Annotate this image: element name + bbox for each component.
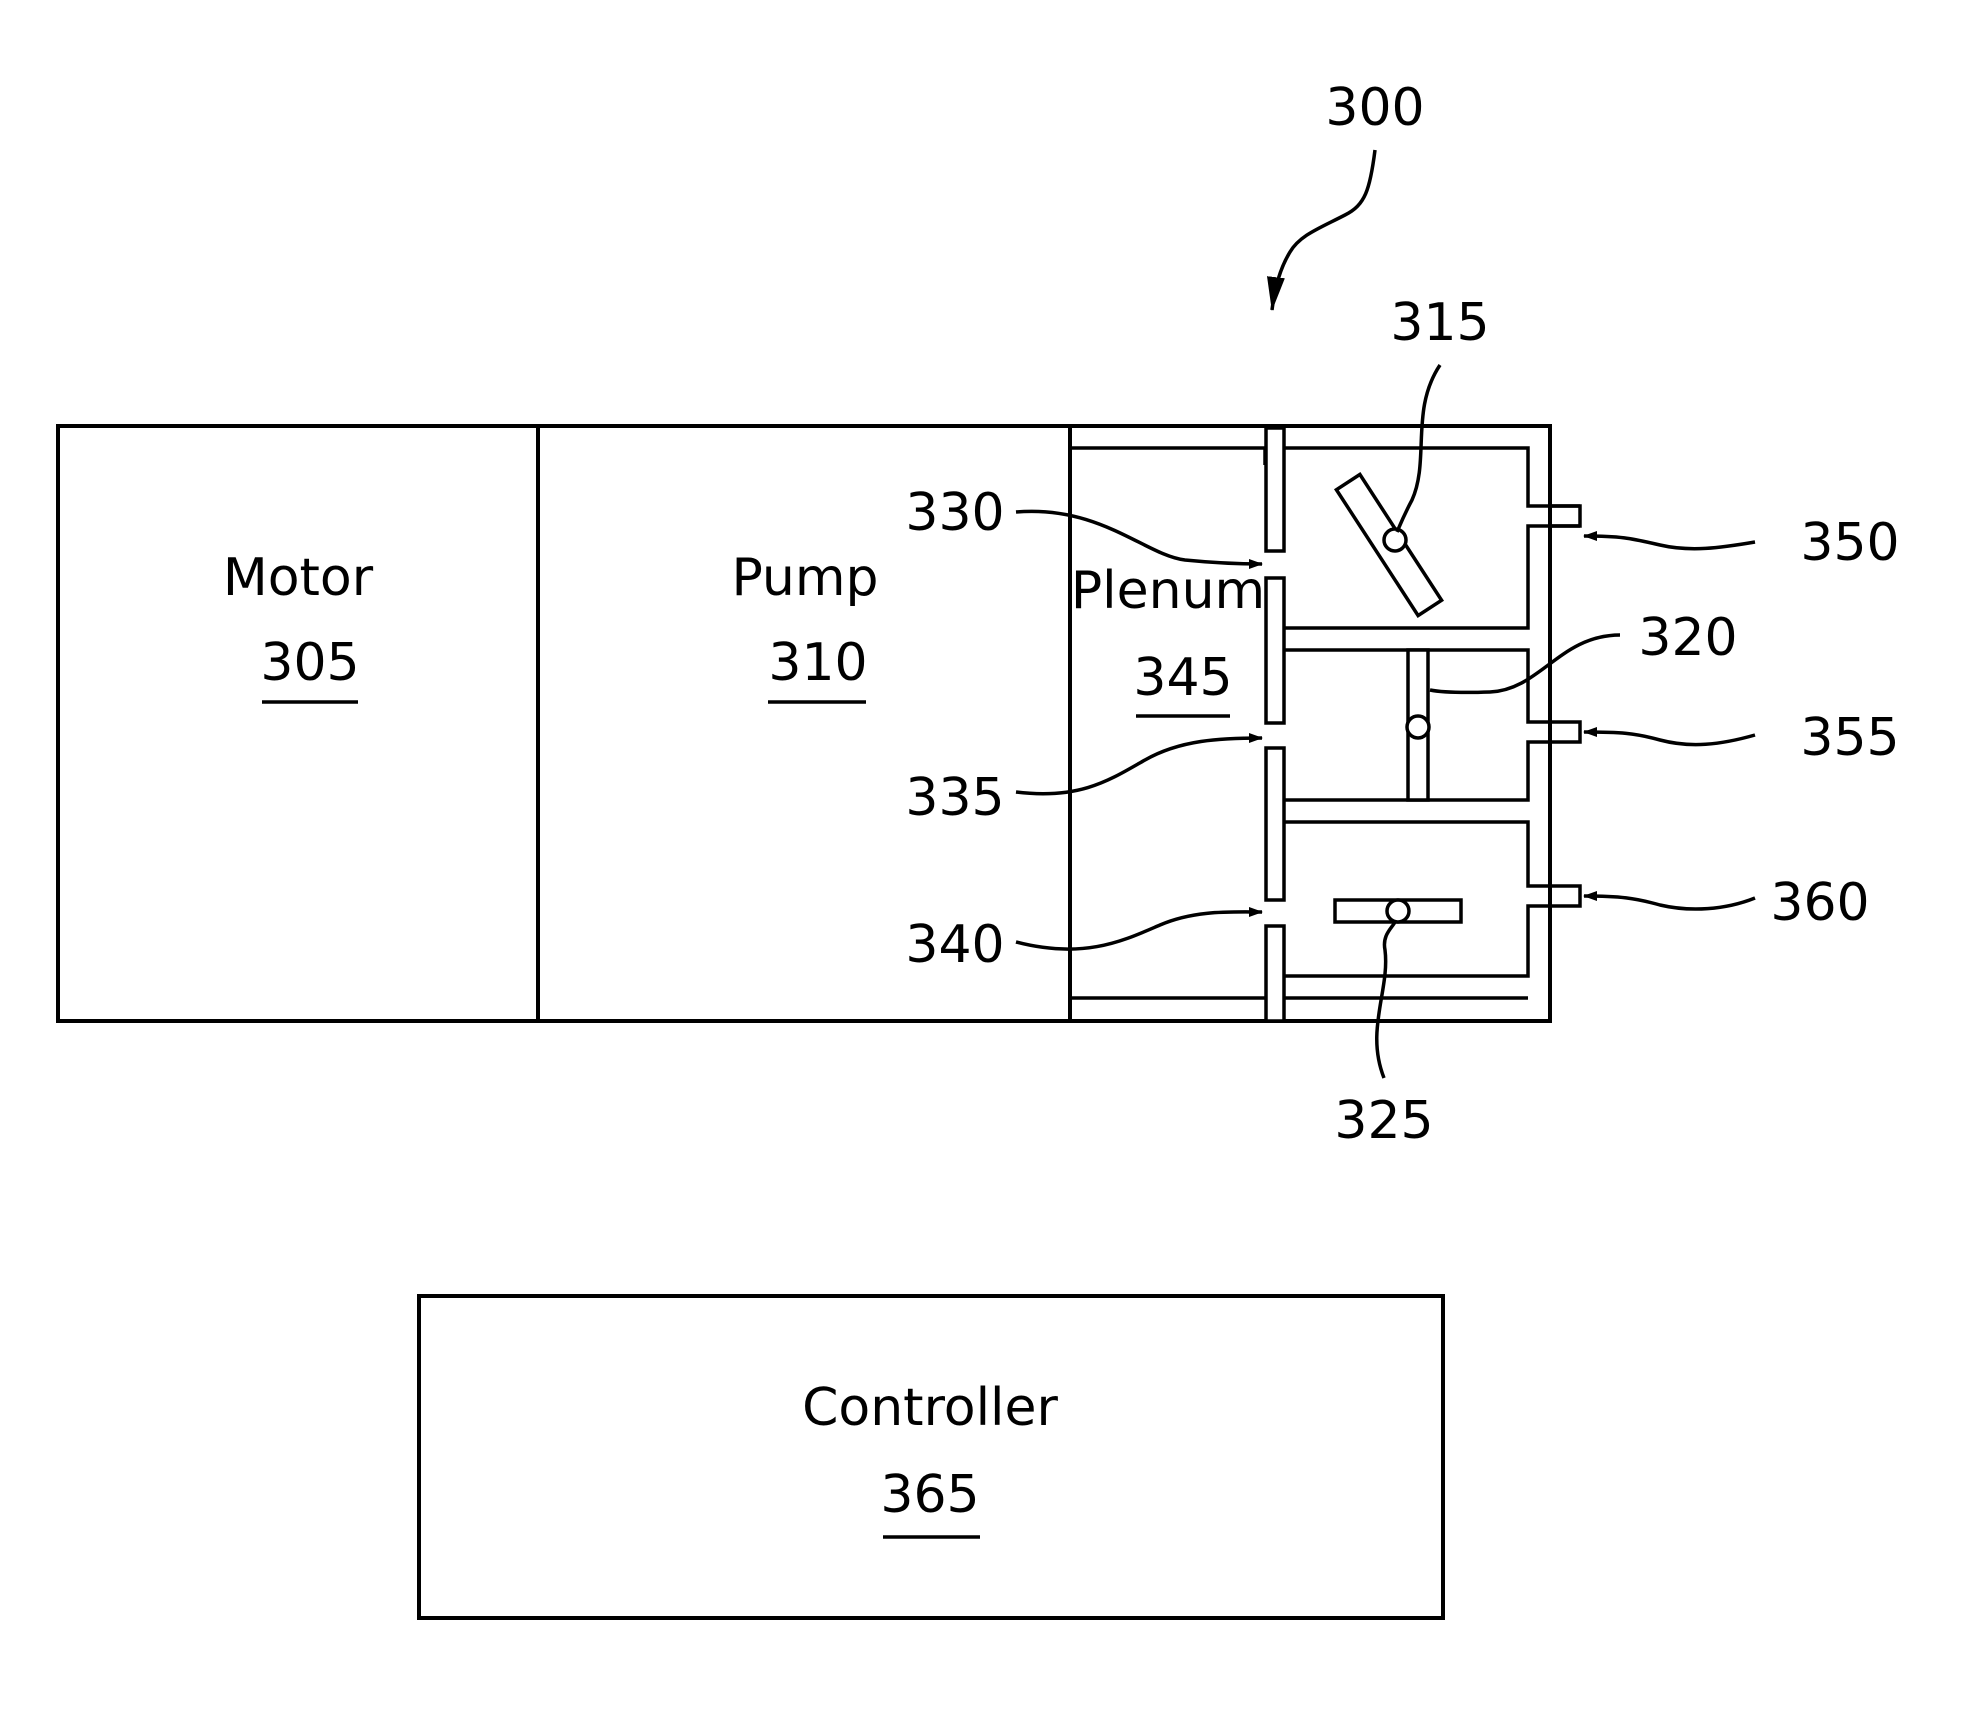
- plenum-wall-bottom: [1266, 926, 1284, 1021]
- callout-340-label: 340: [905, 915, 1004, 975]
- controller-label: Controller: [802, 1378, 1058, 1438]
- plenum-wall-upper: [1266, 578, 1284, 723]
- callout-335-label: 335: [905, 768, 1004, 828]
- callout-340-leader: [1016, 912, 1262, 949]
- callout-320-label: 320: [1638, 608, 1737, 668]
- callout-315-label: 315: [1390, 293, 1489, 353]
- callout-360-label: 360: [1770, 873, 1869, 933]
- plenum-number: 345: [1133, 648, 1232, 708]
- callout-325-label: 325: [1334, 1091, 1433, 1151]
- callout-320-leader: [1430, 635, 1620, 692]
- controller-block: Controller 365: [419, 1296, 1443, 1618]
- callout-350-label: 350: [1800, 513, 1899, 573]
- motor-number: 305: [260, 633, 359, 693]
- motor-block: Motor 305: [58, 426, 538, 1021]
- pump-number: 310: [768, 633, 867, 693]
- valve-320: [1407, 650, 1429, 800]
- callout-325-leader: [1377, 922, 1395, 1078]
- motor-label: Motor: [223, 548, 374, 608]
- figure-ref-label: 300: [1325, 78, 1424, 138]
- valve-325: [1335, 900, 1461, 922]
- callout-330-leader: [1016, 511, 1262, 564]
- figure-ref-arrow: [1272, 150, 1375, 310]
- callout-330-label: 330: [905, 483, 1004, 543]
- callout-350-leader: [1584, 536, 1755, 549]
- callout-355-label: 355: [1800, 708, 1899, 768]
- plenum-label: Plenum: [1071, 561, 1265, 621]
- callout-355-leader: [1584, 732, 1755, 745]
- callout-335-leader: [1016, 738, 1262, 794]
- controller-number: 365: [880, 1465, 979, 1525]
- pump-label: Pump: [731, 548, 878, 608]
- plenum-wall-top: [1266, 428, 1284, 551]
- plenum-wall-lower: [1266, 748, 1284, 900]
- callout-360-leader: [1584, 896, 1755, 909]
- valve-315: [1336, 474, 1441, 615]
